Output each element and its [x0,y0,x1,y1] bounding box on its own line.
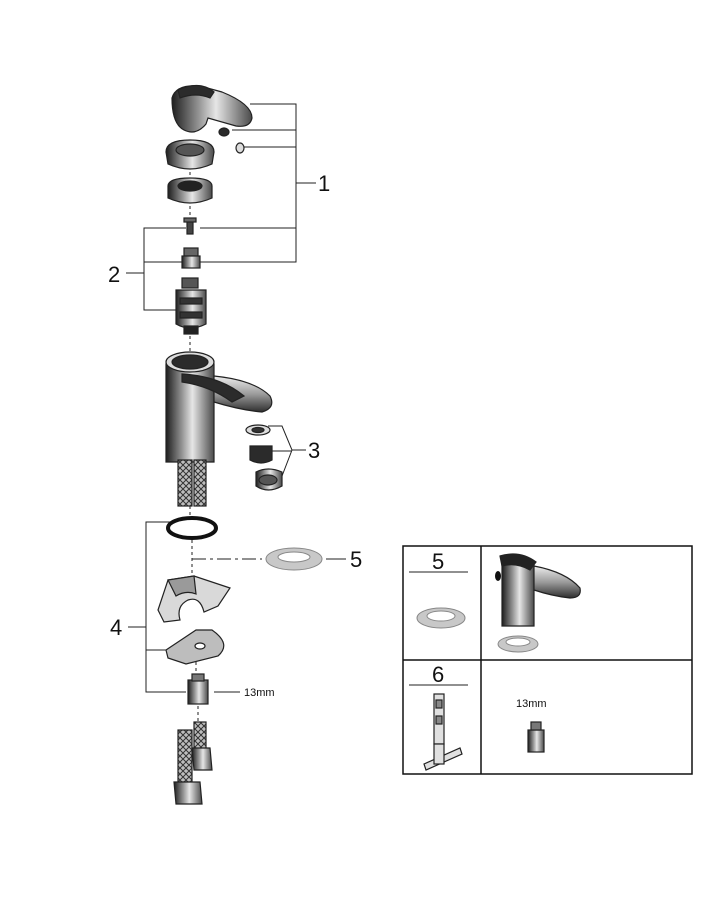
hose-pair-icon [177,459,207,507]
callout-2: 2 [108,262,120,287]
hose-icon [173,721,213,805]
spanner-size-label: 13mm [244,687,275,699]
support-washer-icon [157,575,231,623]
tap-with-washer-icon [495,553,581,653]
washer-icon [265,547,323,571]
inset-size-label: 13mm [516,698,547,710]
callout-5: 5 [350,547,362,572]
callout-4: 4 [110,615,122,640]
tap-lever-icon [171,84,253,133]
parts-inset-table: 5 6 13mm [402,545,693,775]
cartridge-icon [175,277,207,335]
cover-ring-icon [165,139,215,170]
inset-label-6: 6 [432,662,444,687]
callout-leaders [126,103,346,722]
lever-screw-icon [218,127,245,154]
washer-icon [416,607,466,629]
o-ring-icon [166,516,218,540]
aerator-icon [245,424,283,491]
adapter-icon [181,247,201,269]
small-screw-icon [183,217,197,235]
spanner-nut-icon [527,721,545,753]
spout-body-icon [165,351,273,463]
inset-label-5: 5 [432,549,444,574]
retaining-nut-icon [167,177,213,204]
callout-1: 1 [318,171,330,196]
hex-key-tool-icon [423,693,463,771]
mounting-plate-icon [165,629,225,665]
spanner-nut-icon [187,673,209,705]
callout-3: 3 [308,438,320,463]
